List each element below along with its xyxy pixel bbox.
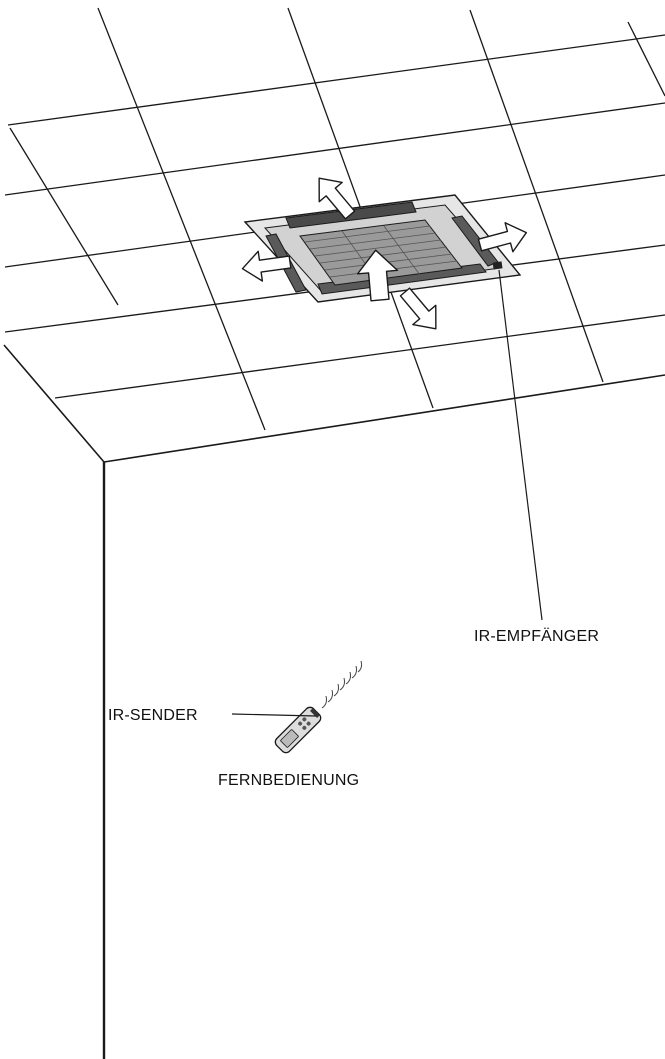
ceiling-left-edge	[3, 344, 105, 463]
grid-line-d5	[627, 21, 665, 97]
grid-line-h1	[7, 34, 665, 126]
grid-line-d1	[97, 7, 266, 431]
arrow-icon	[356, 249, 399, 302]
arrow-icon	[241, 250, 292, 282]
ceiling-front-edge	[103, 374, 665, 463]
ir-receiver-label: IR-EMPFÄNGER	[474, 628, 600, 645]
remote-button	[302, 717, 307, 722]
ir-receiver-leader	[498, 269, 543, 621]
ir-sender-label: IR-SENDER	[108, 707, 198, 724]
arrow-icon	[318, 177, 356, 220]
remote-display	[280, 729, 299, 748]
arrow-icon	[477, 222, 528, 253]
remote-button	[302, 725, 307, 730]
intake-grille	[299, 219, 463, 286]
remote-control-label: FERNBEDIENUNG	[218, 772, 360, 789]
ir-receiver-window	[492, 261, 503, 270]
ir-emitter	[310, 708, 320, 718]
remote-button	[306, 721, 311, 726]
remote-control-icon	[274, 660, 363, 754]
room-wall-edges	[3, 344, 665, 1059]
ceiling-unit	[243, 194, 522, 303]
grid-line-d4	[9, 127, 119, 306]
ir-signal-waves	[321, 660, 363, 709]
grid-line-h2	[4, 102, 665, 196]
grid-line-d3	[469, 9, 604, 383]
airflow-arrows	[241, 177, 528, 330]
ir-sender-leader	[231, 713, 317, 717]
grid-line-h5	[54, 314, 665, 399]
remote-button	[298, 721, 303, 726]
arrow-icon	[399, 287, 437, 330]
